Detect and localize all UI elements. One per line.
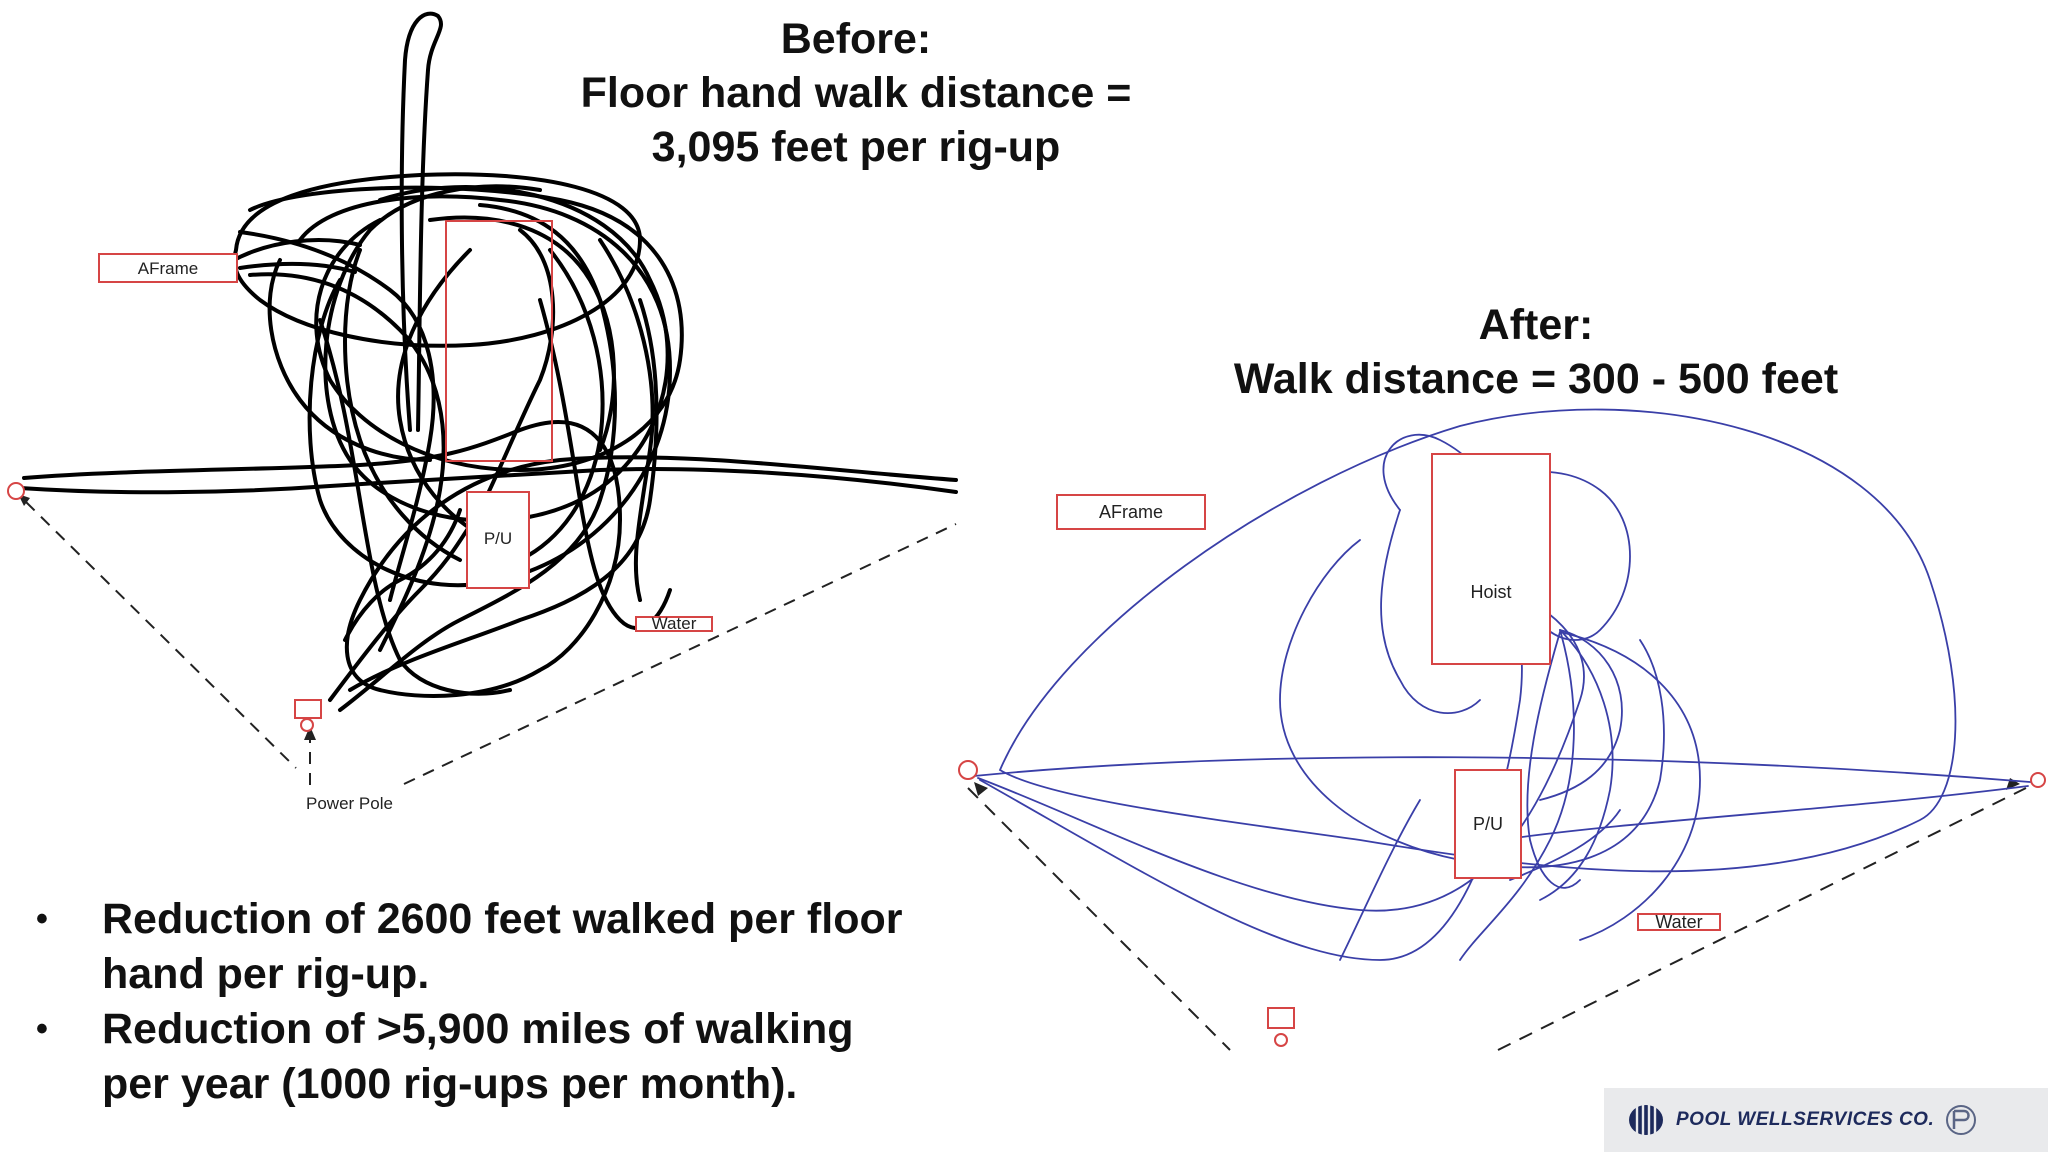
before-walk-paths [18,11,958,712]
before-power-box [294,699,322,719]
bullet-dot: • [36,1010,48,1048]
emblem-icon [1946,1105,1977,1135]
bullet-item: • Reduction of 2600 feet walked per floo… [30,892,990,1002]
before-left-circle [7,482,25,500]
before-dashed-guides [25,501,957,785]
after-hoist-label: Hoist [1470,582,1511,602]
bullet-1-line-1: Reduction of 2600 feet walked per floor [102,895,903,943]
before-arrowheads [18,494,316,740]
after-heading-line-2: Walk distance = 300 - 500 feet [1233,355,1839,403]
before-heading-line-1: Before: [780,15,932,63]
globe-logo-icon [1629,1105,1663,1135]
after-right-circle [2030,772,2046,788]
before-heading-line-3: 3,095 feet per rig-up [651,123,1061,171]
after-pu-label: P/U [1473,814,1503,834]
before-aframe-label: AFrame [138,259,198,278]
company-name: POOL WELLSERVICES CO. [1676,1109,1935,1130]
before-walk-diagram: AFrame P/U Water Power Pole [7,11,958,813]
before-heading-line-2: Floor hand walk distance = [580,69,1132,117]
after-aframe-label: AFrame [1099,502,1163,522]
summary-bullets: • Reduction of 2600 feet walked per floo… [30,892,990,1112]
before-pu-label: P/U [484,529,512,548]
after-pu-box [1454,769,1522,879]
bullet-item: • Reduction of >5,900 miles of walking p… [30,1002,990,1112]
bullet-2-line-2: per year (1000 rig-ups per month). [102,1060,798,1108]
before-power-pole-label: Power Pole [306,794,393,813]
bullet-1-line-2: hand per rig-up. [102,950,430,998]
after-bottom-circle [1274,1033,1288,1047]
after-heading: After: Walk distance = 300 - 500 feet [1186,298,1886,406]
bullet-dot: • [36,900,48,938]
after-walk-paths [973,408,2031,961]
before-rig-frame [445,220,553,462]
after-hoist-box [1431,453,1551,665]
before-power-circle [300,718,314,732]
bullet-2-line-1: Reduction of >5,900 miles of walking [102,1005,854,1053]
after-aframe-box [1056,494,1206,530]
after-bottom-box [1267,1007,1295,1029]
before-heading: Before: Floor hand walk distance = 3,095… [556,12,1156,174]
after-water-label: Water [1655,912,1702,932]
before-pu-box [466,491,530,589]
before-water-label: Water [652,614,697,633]
after-water-box [1637,913,1721,931]
after-dashed-guides [967,787,2027,1051]
before-aframe-box [98,253,238,283]
after-heading-line-1: After: [1478,301,1594,349]
after-walk-diagram: AFrame Hoist P/U Water [958,408,2046,1051]
after-left-circle [958,760,978,780]
company-logo: POOL WELLSERVICES CO. [1604,1088,2048,1152]
before-water-box [635,616,713,632]
after-boxes [958,453,2046,1047]
before-boxes [7,220,713,732]
